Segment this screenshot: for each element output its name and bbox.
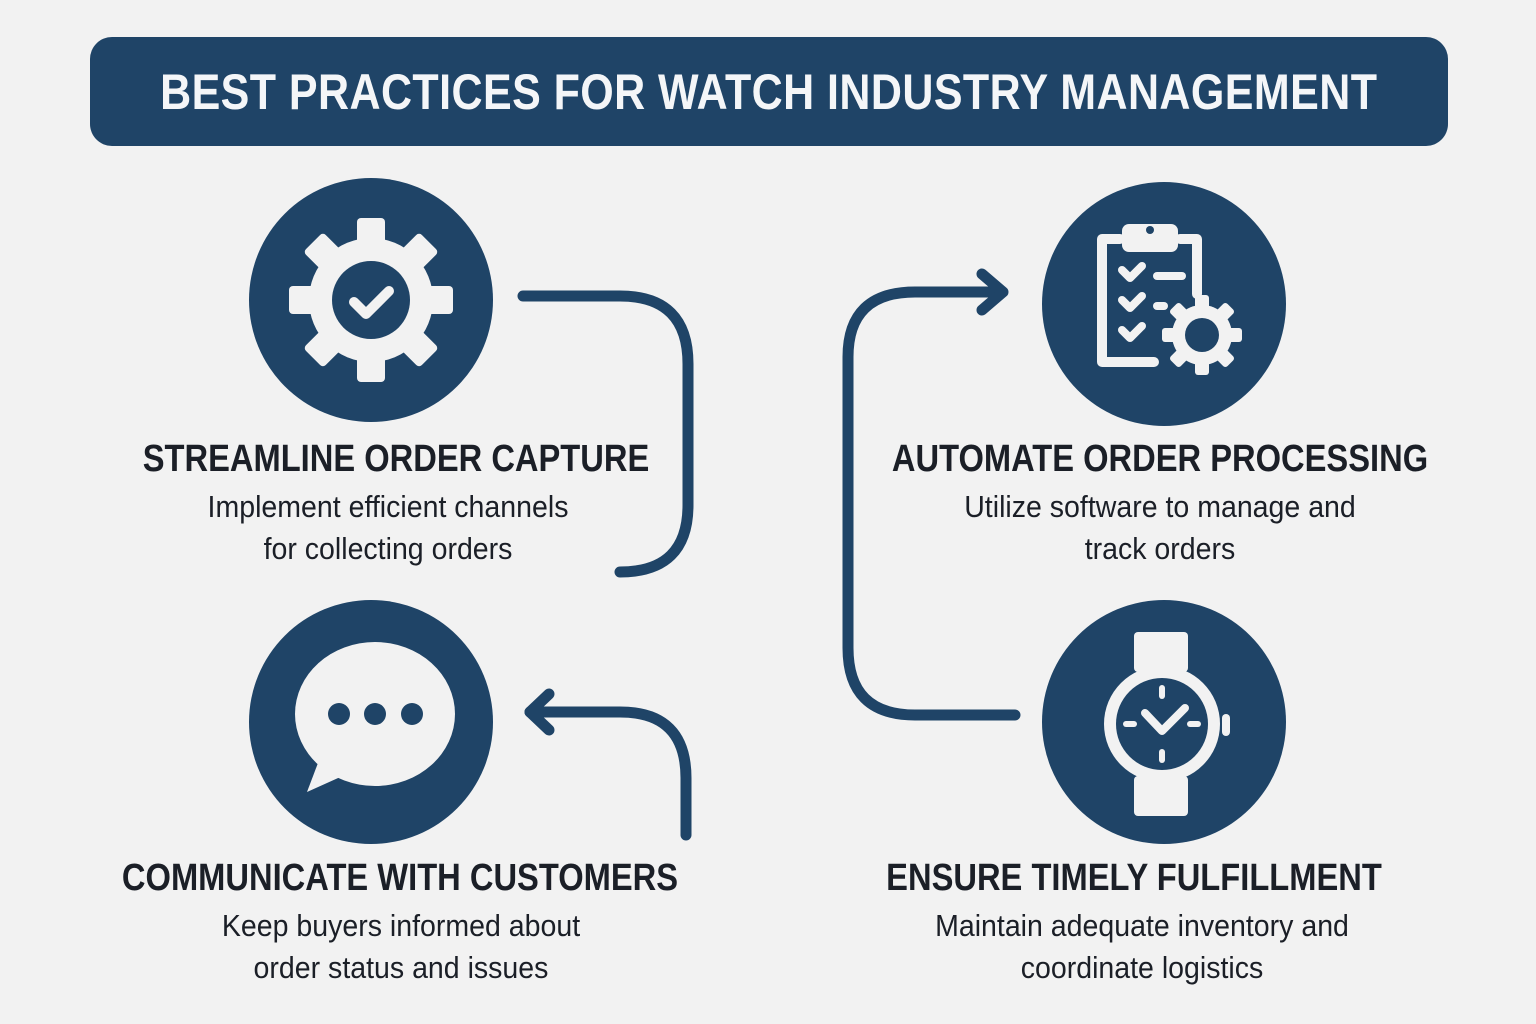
chat-bubble-icon xyxy=(295,642,455,792)
step-2-desc-line-1: Utilize software to manage and xyxy=(964,489,1356,524)
gear-check-icon xyxy=(289,218,453,382)
step-1-icon-circle xyxy=(249,178,493,422)
connector-to-communicate xyxy=(524,706,692,841)
connector-capture-line xyxy=(517,290,694,578)
step-4-description: Maintain adequate inventory and coordina… xyxy=(935,905,1349,989)
step-3-desc-line-1: Keep buyers informed about xyxy=(221,908,581,943)
clipboard-gear-icon xyxy=(1097,224,1242,375)
page-title: BEST PRACTICES FOR WATCH INDUSTRY MANAGE… xyxy=(160,63,1378,120)
step-2-desc-line-2: track orders xyxy=(1084,531,1236,566)
step-1-desc-line-2: for collecting orders xyxy=(263,531,513,566)
step-4-desc-line-1: Maintain adequate inventory and xyxy=(935,908,1349,943)
step-2-title: AUTOMATE ORDER PROCESSING xyxy=(891,438,1429,480)
step-4-icon-circle xyxy=(1042,600,1286,844)
title-banner: BEST PRACTICES FOR WATCH INDUSTRY MANAGE… xyxy=(90,37,1448,146)
step-3-icon-circle xyxy=(249,600,493,844)
step-3-description: Keep buyers informed about order status … xyxy=(222,905,580,989)
step-2-icon-circle xyxy=(1042,182,1286,426)
step-4-title: ENSURE TIMELY FULFILLMENT xyxy=(886,857,1382,899)
step-1-desc-line-1: Implement efficient channels xyxy=(207,489,569,524)
step-4-desc-line-2: coordinate logistics xyxy=(1020,950,1264,985)
connector-fulfillment-to-processing xyxy=(842,286,1021,721)
step-2-description: Utilize software to manage and track ord… xyxy=(964,486,1356,570)
arrowhead-right xyxy=(976,268,1009,316)
step-3-desc-line-2: order status and issues xyxy=(253,950,549,985)
arrowhead-left xyxy=(524,688,555,736)
wristwatch-icon xyxy=(1104,632,1230,816)
step-1-description: Implement efficient channels for collect… xyxy=(208,486,569,570)
step-3-title: COMMUNICATE WITH CUSTOMERS xyxy=(121,857,679,899)
step-1-title: STREAMLINE ORDER CAPTURE xyxy=(142,438,650,480)
